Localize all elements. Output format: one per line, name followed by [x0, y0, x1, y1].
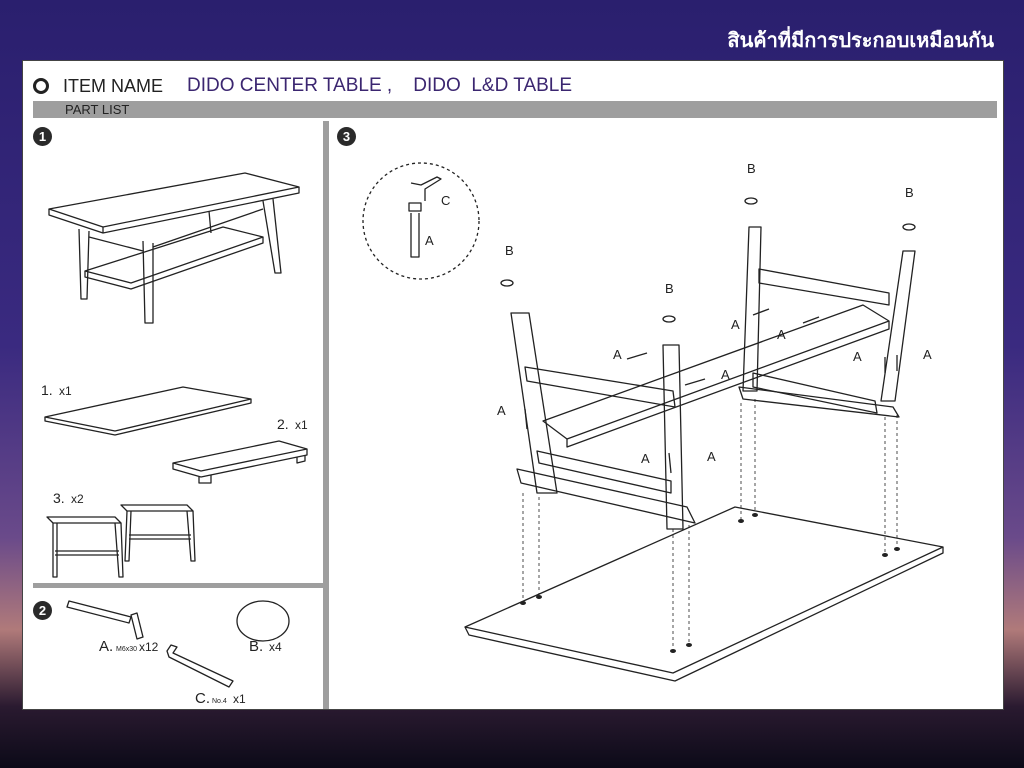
callout-a-8: A — [853, 349, 862, 364]
callout-a-4: A — [777, 327, 786, 342]
callout-a-6: A — [641, 451, 650, 466]
exploded-table-illustration — [464, 197, 944, 682]
part-list-bar: PART LIST — [33, 101, 997, 118]
part-2-shelf — [172, 440, 308, 484]
callout-a-9: A — [923, 347, 932, 362]
callout-b-2: B — [665, 281, 674, 296]
assembled-table-illustration — [48, 172, 300, 324]
part-1-qty: x1 — [59, 384, 72, 398]
part-2-number: 2. — [277, 416, 289, 432]
callout-a-5: A — [497, 403, 506, 418]
hardware-a-spec: M6x30 — [116, 646, 137, 653]
part-2-qty: x1 — [295, 418, 308, 432]
hardware-c-qty: x1 — [233, 692, 246, 706]
callout-b-4: B — [905, 185, 914, 200]
panel-divider-vertical — [323, 121, 329, 709]
panel-divider-horizontal — [33, 583, 323, 588]
hardware-c-spec: No.4 — [212, 698, 227, 705]
key-c-illustration — [166, 644, 234, 688]
part-3-leg-frames — [46, 504, 196, 578]
assembly-drawing: 1. x1 2. x1 3. x2 A. M6x30 x12 B. x4 C. … — [41, 161, 944, 707]
part-3-number: 3. — [53, 490, 65, 506]
step-3-badge: 3 — [337, 127, 356, 146]
zoom-circle — [362, 162, 480, 280]
page-banner: สินค้าที่มีการประกอบเหมือนกัน — [727, 28, 994, 52]
hardware-c-letter: C. — [195, 690, 210, 707]
callout-a-7: A — [707, 449, 716, 464]
callout-a-1: A — [613, 347, 622, 362]
zoom-callout-a: A — [425, 233, 434, 248]
hardware-a-qty: x12 — [139, 640, 159, 654]
callout-b-1: B — [505, 243, 514, 258]
bullet-icon — [33, 78, 49, 94]
part-3-qty: x2 — [71, 492, 84, 506]
item-name-label: ITEM NAME — [63, 75, 164, 96]
bolt-a-illustration — [66, 600, 144, 640]
washer-b-illustration — [236, 600, 290, 642]
instruction-sheet: ITEM NAME DIDO CENTER TABLE , DIDO L&D T… — [22, 60, 1004, 710]
hardware-a-letter: A. — [99, 638, 113, 655]
hardware-b-letter: B. — [249, 638, 263, 655]
item-name-row: ITEM NAME DIDO CENTER TABLE , DIDO L&D T… — [33, 73, 572, 99]
part-1-number: 1. — [41, 382, 53, 398]
callout-a-2: A — [721, 367, 730, 382]
callout-a-3: A — [731, 317, 740, 332]
hardware-b-qty: x4 — [269, 640, 282, 654]
item-name-value: DIDO CENTER TABLE , DIDO L&D TABLE — [187, 75, 573, 96]
part-1-tabletop — [44, 386, 252, 436]
step-1-badge: 1 — [33, 127, 52, 146]
zoom-callout-c: C — [441, 193, 450, 208]
step-2-badge: 2 — [33, 601, 52, 620]
callout-b-3: B — [747, 161, 756, 176]
